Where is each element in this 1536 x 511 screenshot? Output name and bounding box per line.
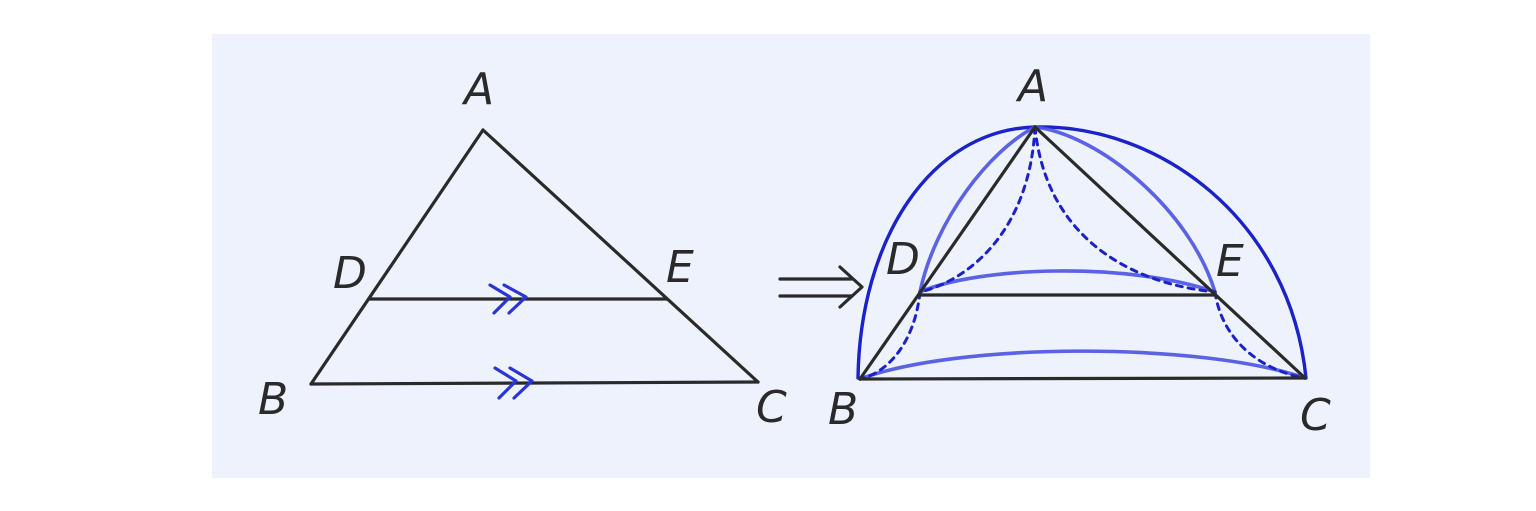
right-base-bc [858,376,1307,381]
right-figure: A B C D E [828,61,1331,441]
dashed-arc-db [858,290,922,381]
parallel-mark-bc [493,366,534,400]
arc-bc-upper [858,349,1307,381]
right-label-a: A [1015,61,1048,112]
dashed-arc-ec [1213,290,1307,380]
left-base-bc [309,380,760,386]
dashed-arc-ae [1033,125,1217,294]
parallel-mark-de [488,283,528,315]
right-label-d: D [886,234,920,285]
arc-ae [1033,125,1217,294]
right-side-ab [858,125,1037,381]
dashed-arc-ad [918,125,1037,294]
left-label-e: E [666,242,694,293]
left-figure: A B C D E [258,64,787,433]
right-label-e: E [1216,236,1244,287]
right-label-b: B [828,384,858,435]
left-side-ab [309,128,485,386]
right-label-c: C [1300,390,1331,441]
arc-ad [918,125,1037,294]
background-panel [212,34,1370,478]
right-side-ac [1033,125,1307,380]
left-label-a: A [461,64,494,115]
implies-arrow [778,265,864,309]
left-label-d: D [333,248,367,299]
left-label-c: C [756,382,787,433]
left-label-b: B [258,374,288,425]
left-side-ac [481,128,760,384]
